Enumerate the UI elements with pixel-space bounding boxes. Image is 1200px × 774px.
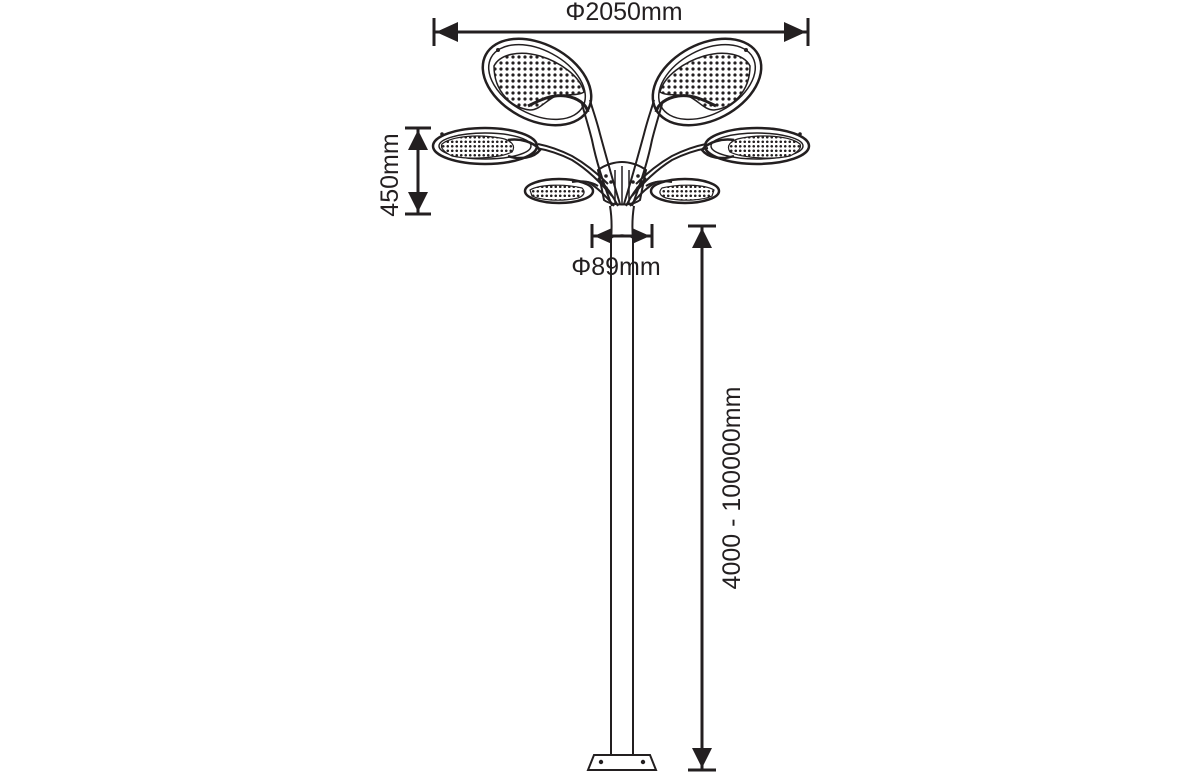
arrowhead-right <box>632 228 650 244</box>
arrowhead-left <box>594 228 612 244</box>
lamp-head-middle-left <box>431 126 542 166</box>
overall-width-dimension: Φ2050mm <box>432 0 810 46</box>
lamp-head-upper-left <box>481 37 593 127</box>
lamp-head-lower-left <box>523 177 599 205</box>
pole-diameter-dimension: Φ89mm <box>571 224 661 281</box>
pole-diameter-label: Φ89mm <box>571 253 660 281</box>
arms <box>535 99 709 207</box>
head-height-dimension: 450mm <box>376 126 431 217</box>
pole <box>586 205 658 771</box>
overall-width-label: Φ2050mm <box>565 0 682 26</box>
arrowhead-bottom <box>408 192 428 212</box>
base-plate <box>586 754 658 771</box>
arrowhead-top <box>692 228 712 248</box>
arrowhead-bottom <box>692 748 712 768</box>
arrowhead-right <box>784 22 806 42</box>
pole-height-label: 4000 - 100000mm <box>718 387 746 590</box>
arrowhead-left <box>436 22 458 42</box>
head-height-label: 450mm <box>376 133 404 216</box>
arrowhead-top <box>408 130 428 150</box>
lamp-head-upper-right <box>651 37 763 127</box>
pole-height-dimension: 4000 - 100000mm <box>688 224 746 772</box>
lamp-head-middle-right <box>700 126 811 166</box>
lamp-head-lower-right <box>645 177 721 205</box>
